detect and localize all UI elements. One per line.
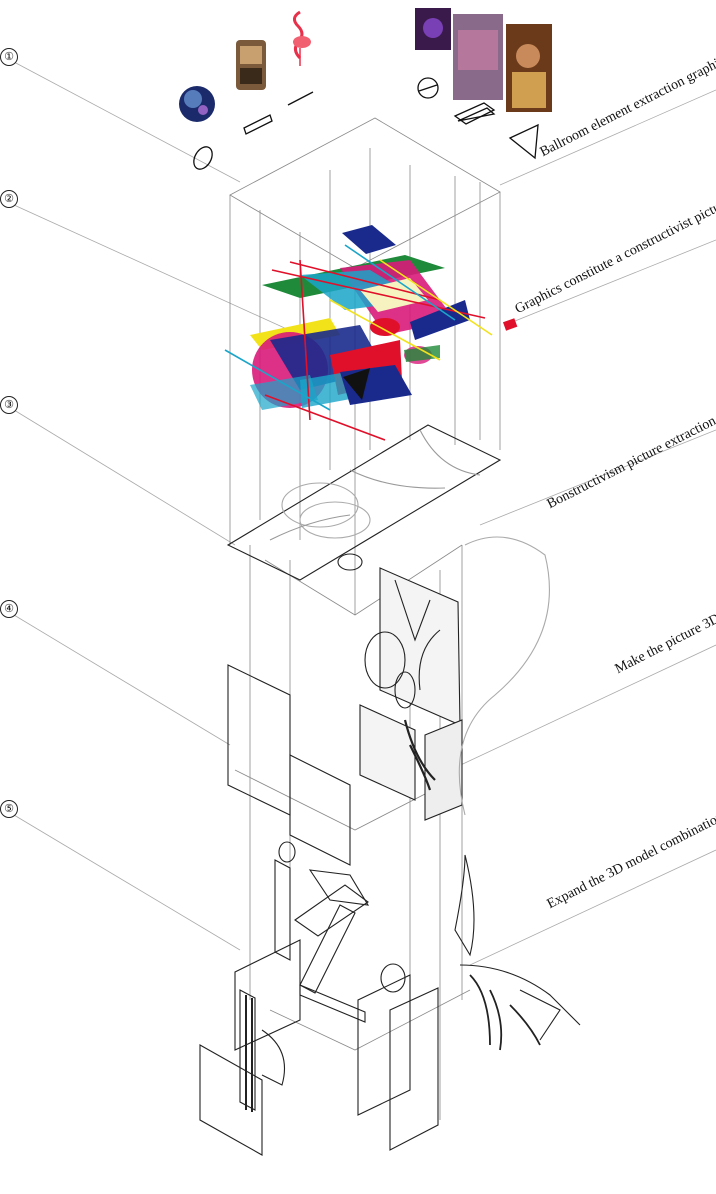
step-number-3: ③ (0, 396, 18, 414)
leader-lines (13, 61, 716, 966)
constructivist-composition (224, 225, 518, 441)
photo-collage-icon (415, 8, 552, 112)
extracted-picture-plane (226, 424, 502, 581)
step-number-1: ① (0, 48, 18, 66)
jukebox-icon (236, 40, 266, 90)
step-number-2: ② (0, 190, 18, 208)
3d-model-combination (199, 841, 581, 1156)
disco-ball-icon (179, 86, 215, 122)
step-number-5: ⑤ (0, 800, 18, 818)
step-number-4: ④ (0, 600, 18, 618)
flamingo-neon-icon (293, 10, 311, 66)
extracted-graphics (193, 77, 539, 170)
extracted-elements (179, 8, 552, 122)
3d-picture (227, 536, 550, 866)
